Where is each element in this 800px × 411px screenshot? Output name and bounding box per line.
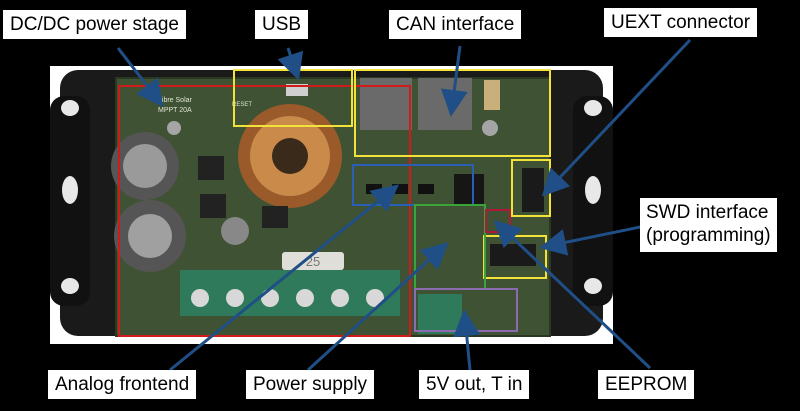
board-photo: 25 Libre Solar MPPT 20A RESET [50, 66, 613, 344]
mosfet [198, 156, 224, 180]
can-jack-right [418, 78, 472, 130]
mount-hole [584, 100, 602, 116]
label-analog-frontend: Analog frontend [48, 370, 197, 399]
mount-hole [584, 278, 602, 294]
terminal-block [180, 270, 400, 316]
io-terminal [418, 294, 462, 334]
mount-hole [61, 100, 79, 116]
mount-hole [61, 278, 79, 294]
mosfet [262, 206, 288, 228]
usb-connector [286, 84, 308, 96]
silkscreen-model: MPPT 20A [158, 107, 192, 114]
label-swd-interface: SWD interface (programming) [640, 198, 777, 252]
header-pins [484, 80, 500, 110]
uext-header [522, 168, 544, 212]
swd-header [490, 244, 536, 266]
mount-hole [62, 176, 78, 204]
label-usb: USB [255, 10, 309, 39]
label-power-supply: Power supply [246, 370, 375, 399]
small-capacitor [221, 217, 249, 245]
label-can-interface: CAN interface [389, 10, 522, 39]
label-uext-connector: UEXT connector [604, 8, 758, 37]
can-jack-left [360, 78, 412, 130]
mount-screw [482, 120, 498, 136]
board-illustration: 25 Libre Solar MPPT 20A RESET [50, 66, 613, 344]
mount-hole [585, 176, 601, 204]
microcontroller [454, 174, 484, 204]
mosfet [200, 194, 226, 218]
label-swd-line2: (programming) [646, 224, 771, 246]
label-dcdc-power-stage: DC/DC power stage [3, 10, 186, 39]
silkscreen-reset: RESET [232, 102, 252, 108]
label-5v-out-t-in: 5V out, T in [419, 370, 530, 399]
label-swd-line1: SWD interface [646, 202, 769, 223]
label-eeprom: EEPROM [598, 370, 695, 399]
svg-text:25: 25 [306, 254, 320, 269]
mount-screw [167, 121, 181, 135]
silkscreen-brand: Libre Solar [158, 97, 193, 104]
